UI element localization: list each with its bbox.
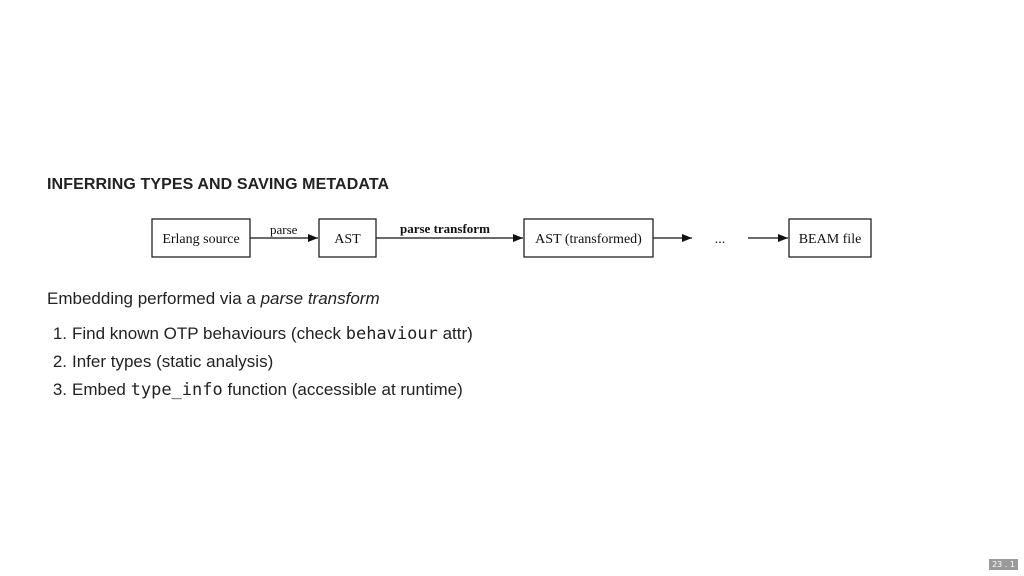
step-number: 1. — [52, 324, 67, 343]
step-text: Find known OTP behaviours (check — [72, 324, 341, 343]
step-item: 2. Infer types (static analysis) — [47, 348, 473, 376]
slide-title: INFERRING TYPES AND SAVING METADATA — [47, 176, 390, 193]
intro-text: Embedding performed via a parse transfor… — [47, 289, 380, 309]
page-number-badge: 23 . 1 — [989, 559, 1018, 570]
step-text: Infer types (static analysis) — [72, 352, 274, 371]
node-label-beam-file: BEAM file — [799, 232, 862, 247]
node-ellipsis: ... — [715, 232, 726, 247]
step-code: behaviour — [345, 324, 438, 344]
step-text-after: attr) — [442, 324, 473, 343]
step-code: type_info — [130, 380, 223, 400]
node-label-ellipsis: ... — [715, 232, 726, 247]
intro-plain: Embedding performed via a — [47, 289, 256, 308]
step-item: 3. Embed type_info function (accessible a… — [47, 376, 473, 404]
node-label-erlang-source: Erlang source — [162, 232, 239, 247]
node-ast: AST — [318, 218, 377, 258]
node-ast-transformed: AST (transformed) — [523, 218, 654, 258]
edge-label-parse: parse — [270, 222, 298, 237]
intro-emphasis: parse transform — [260, 289, 380, 308]
pipeline-diagram: parse parse transform Erlang source AST … — [151, 218, 872, 258]
node-beam-file: BEAM file — [788, 218, 872, 258]
step-number: 2. — [52, 352, 67, 371]
node-label-ast: AST — [334, 232, 361, 247]
node-label-ast-transformed: AST (transformed) — [535, 232, 642, 247]
step-text: Embed — [72, 380, 126, 399]
steps-list: 1. Find known OTP behaviours (check behav… — [47, 320, 473, 404]
step-item: 1. Find known OTP behaviours (check behav… — [47, 320, 473, 348]
step-text-after: function (accessible at runtime) — [227, 380, 463, 399]
edge-label-parse-transform: parse transform — [400, 221, 490, 236]
node-erlang-source: Erlang source — [151, 218, 251, 258]
step-number: 3. — [52, 380, 67, 399]
